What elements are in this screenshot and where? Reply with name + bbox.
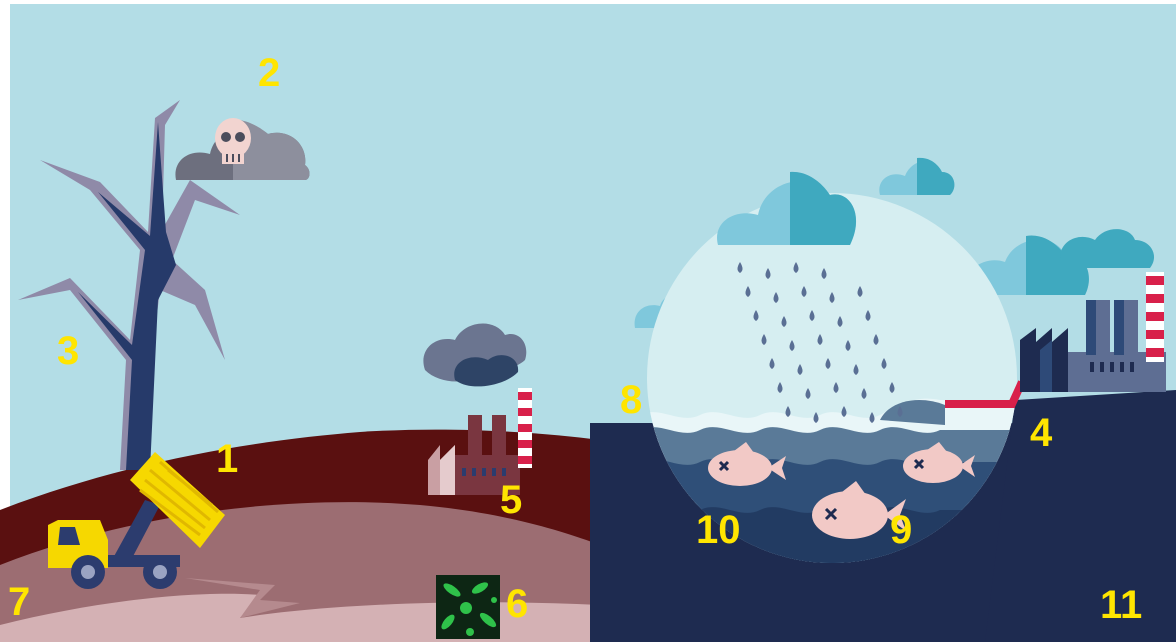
rain-drops (737, 262, 903, 423)
label-bacteria: 6 (506, 582, 528, 626)
drain-pipe (945, 380, 1026, 408)
rain-drop (785, 406, 791, 417)
rain-drop (801, 286, 807, 297)
rain-cloud-main (717, 171, 857, 245)
label-dead-fish: 9 (890, 508, 912, 552)
rain-drop (761, 334, 767, 345)
rain-drop (745, 286, 751, 297)
right-bank (985, 390, 1176, 642)
rain-drop (853, 364, 859, 375)
label-soil: 7 (8, 580, 30, 624)
factory-icon (428, 388, 532, 495)
rain-drop (841, 406, 847, 417)
rain-drop (845, 340, 851, 351)
dump-truck-icon (48, 452, 225, 589)
rain-drop (737, 262, 743, 273)
rain-drop (829, 292, 835, 303)
rain-drop (897, 406, 903, 417)
rain-drop (805, 388, 811, 399)
rain-drop (793, 262, 799, 273)
hill-factory (423, 323, 527, 387)
rain-drop (865, 310, 871, 321)
soil-crack (185, 578, 300, 618)
label-water-body: 10 (696, 508, 741, 552)
label-water-surface: 8 (620, 378, 642, 422)
rain-drop (777, 382, 783, 393)
rain-drop (769, 358, 775, 369)
rain-drop (869, 412, 875, 423)
label-deep-water: 11 (1100, 583, 1142, 627)
rain-drop (773, 292, 779, 303)
rain-drop (837, 316, 843, 327)
rain-drop (873, 334, 879, 345)
rain-drop (833, 382, 839, 393)
dead-tree (18, 100, 240, 470)
rain-drop (817, 334, 823, 345)
rain-drop (861, 388, 867, 399)
rain-drop (813, 412, 819, 423)
label-dead-tree: 3 (57, 329, 79, 373)
label-dump-truck: 1 (216, 437, 238, 481)
dead-fish-icon (708, 442, 975, 539)
rain-drop (765, 268, 771, 279)
label-hill-factory: 5 (500, 478, 522, 522)
rain-drop (857, 286, 863, 297)
rain-drop (881, 358, 887, 369)
bacteria-icon (436, 575, 500, 639)
rain-drop (825, 358, 831, 369)
rain-drop (809, 310, 815, 321)
rain-drop (821, 268, 827, 279)
rain-drop (753, 310, 759, 321)
rain-drop (889, 382, 895, 393)
label-river-factory: 4 (1030, 411, 1053, 455)
rain-drop (797, 364, 803, 375)
rain-drop (789, 340, 795, 351)
river-factory (1020, 272, 1166, 392)
label-toxic-cloud: 2 (258, 51, 280, 95)
rain-drop (781, 316, 787, 327)
skull-icon (215, 118, 251, 164)
